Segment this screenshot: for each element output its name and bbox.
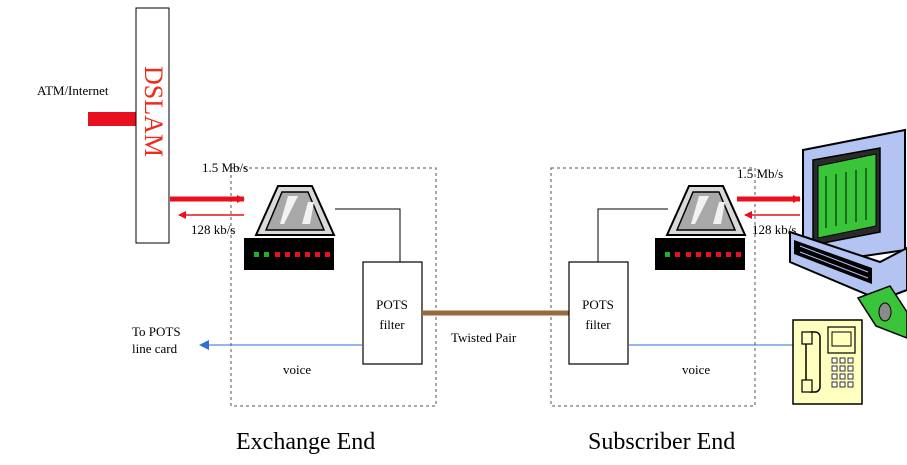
exchange-upstream-rate: 128 kb/s bbox=[191, 222, 235, 237]
exchange-voice-label: voice bbox=[283, 362, 311, 377]
subscriber-downstream-rate: 1.5 Mb/s bbox=[737, 166, 783, 181]
dslam-label: DSLAM bbox=[139, 66, 168, 157]
exchange-pots-filter: POTS filter bbox=[362, 261, 423, 365]
subscriber-pots-filter: POTS filter bbox=[568, 261, 629, 365]
subscriber-filter-label-line1: POTS bbox=[582, 297, 614, 312]
subscriber-filter-label-line2: filter bbox=[585, 317, 611, 332]
exchange-filter-label-line2: filter bbox=[379, 317, 405, 332]
dslam-unit: DSLAM bbox=[135, 7, 170, 244]
exchange-enclosure bbox=[230, 167, 437, 407]
atm-internet-label: ATM/Internet bbox=[37, 83, 109, 98]
twisted-pair-label: Twisted Pair bbox=[451, 330, 517, 345]
exchange-end-caption: Exchange End bbox=[236, 429, 375, 455]
exchange-modem-wire bbox=[335, 208, 401, 262]
exchange-downstream-rate: 1.5 Mb/s bbox=[202, 160, 248, 175]
subscriber-enclosure bbox=[550, 167, 756, 407]
exchange-filter-label-line1: POTS bbox=[376, 297, 408, 312]
atm-input-link bbox=[88, 112, 136, 126]
to-pots-label-line2: line card bbox=[132, 341, 178, 356]
telephone-icon bbox=[792, 319, 863, 405]
exchange-modem bbox=[244, 185, 336, 270]
subscriber-modem-wire bbox=[597, 208, 668, 262]
subscriber-voice-label: voice bbox=[682, 362, 710, 377]
subscriber-modem bbox=[655, 185, 747, 270]
to-pots-label-line1: To POTS bbox=[132, 324, 181, 339]
computer-icon bbox=[789, 128, 907, 339]
subscriber-end-caption: Subscriber End bbox=[588, 429, 735, 455]
subscriber-upstream-rate: 128 kb/s bbox=[752, 222, 796, 237]
